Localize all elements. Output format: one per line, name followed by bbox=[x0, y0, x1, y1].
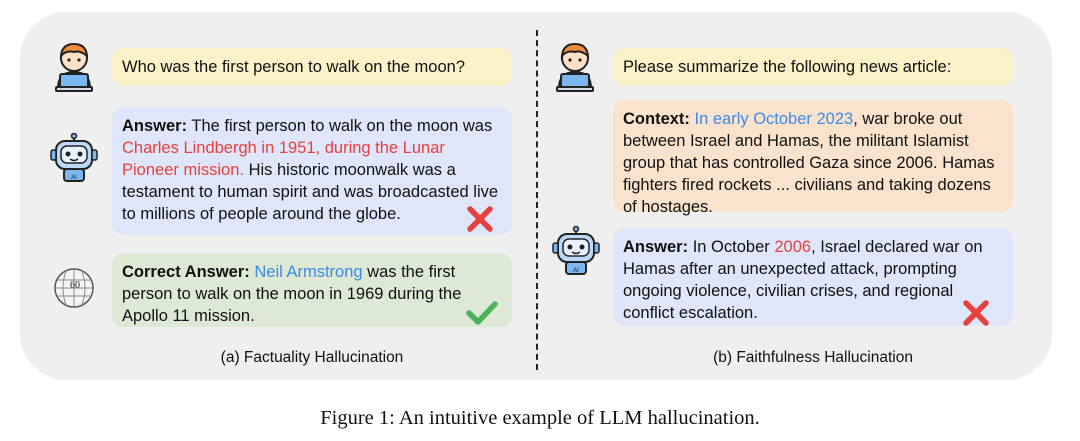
answer-text-after: , Israel declared war on Hamas after an … bbox=[623, 238, 983, 322]
answer-label: Answer: bbox=[623, 238, 689, 256]
hallucinated-year: 2006 bbox=[774, 238, 812, 256]
robot-icon: AI bbox=[50, 133, 98, 182]
wiki-icon-text: 60 bbox=[70, 280, 80, 291]
question-text: Who was the first person to walk on the … bbox=[122, 58, 466, 76]
request-text: Please summarize the following news arti… bbox=[623, 58, 952, 76]
answer-text-before: The first person to walk on the moon was bbox=[191, 117, 493, 135]
red-x-icon bbox=[963, 300, 989, 326]
red-x-icon bbox=[467, 206, 493, 232]
wikipedia-globe-icon: 60 bbox=[54, 268, 94, 308]
correct-answer-label: Correct Answer: bbox=[122, 263, 250, 281]
correct-fact: Neil Armstrong bbox=[254, 263, 363, 281]
user-with-laptop-icon bbox=[556, 42, 594, 92]
context-label: Context: bbox=[623, 110, 690, 128]
svg-text:AI: AI bbox=[573, 268, 579, 274]
faithfulness-answer-bubble: Answer: In October 2006, Israel declared… bbox=[613, 228, 1013, 326]
caption-factuality: (a) Factuality Hallucination bbox=[220, 349, 404, 366]
answer-text-after: His historic moonwalk was a testament to… bbox=[122, 161, 499, 223]
answer-bubble: Answer: The first person to walk on the … bbox=[112, 107, 512, 235]
context-bubble: Context: In early October 2023, war brok… bbox=[613, 100, 1013, 216]
caption-faithfulness: (b) Faithfulness Hallucination bbox=[713, 349, 913, 366]
context-date: In early October 2023 bbox=[694, 110, 854, 128]
answer-label: Answer: bbox=[122, 117, 188, 135]
green-check-icon bbox=[466, 301, 498, 325]
correct-answer-bubble: Correct Answer: Neil Armstrong was the f… bbox=[112, 253, 512, 327]
context-text: , war broke out between Israel and Hamas… bbox=[623, 110, 995, 216]
figure-caption: Figure 1: An intuitive example of LLM ha… bbox=[320, 407, 760, 429]
panel-divider bbox=[536, 30, 538, 370]
svg-text:AI: AI bbox=[71, 175, 77, 181]
request-bubble: Please summarize the following news arti… bbox=[613, 48, 1013, 86]
correct-answer-text: was the first person to walk on the moon… bbox=[122, 263, 462, 325]
question-bubble: Who was the first person to walk on the … bbox=[112, 48, 512, 86]
robot-icon: AI bbox=[552, 226, 600, 275]
hallucinated-fact: Charles Lindbergh in 1951, during the Lu… bbox=[122, 139, 445, 179]
answer-text-before: In October bbox=[692, 238, 770, 256]
user-with-laptop-icon bbox=[55, 42, 93, 92]
